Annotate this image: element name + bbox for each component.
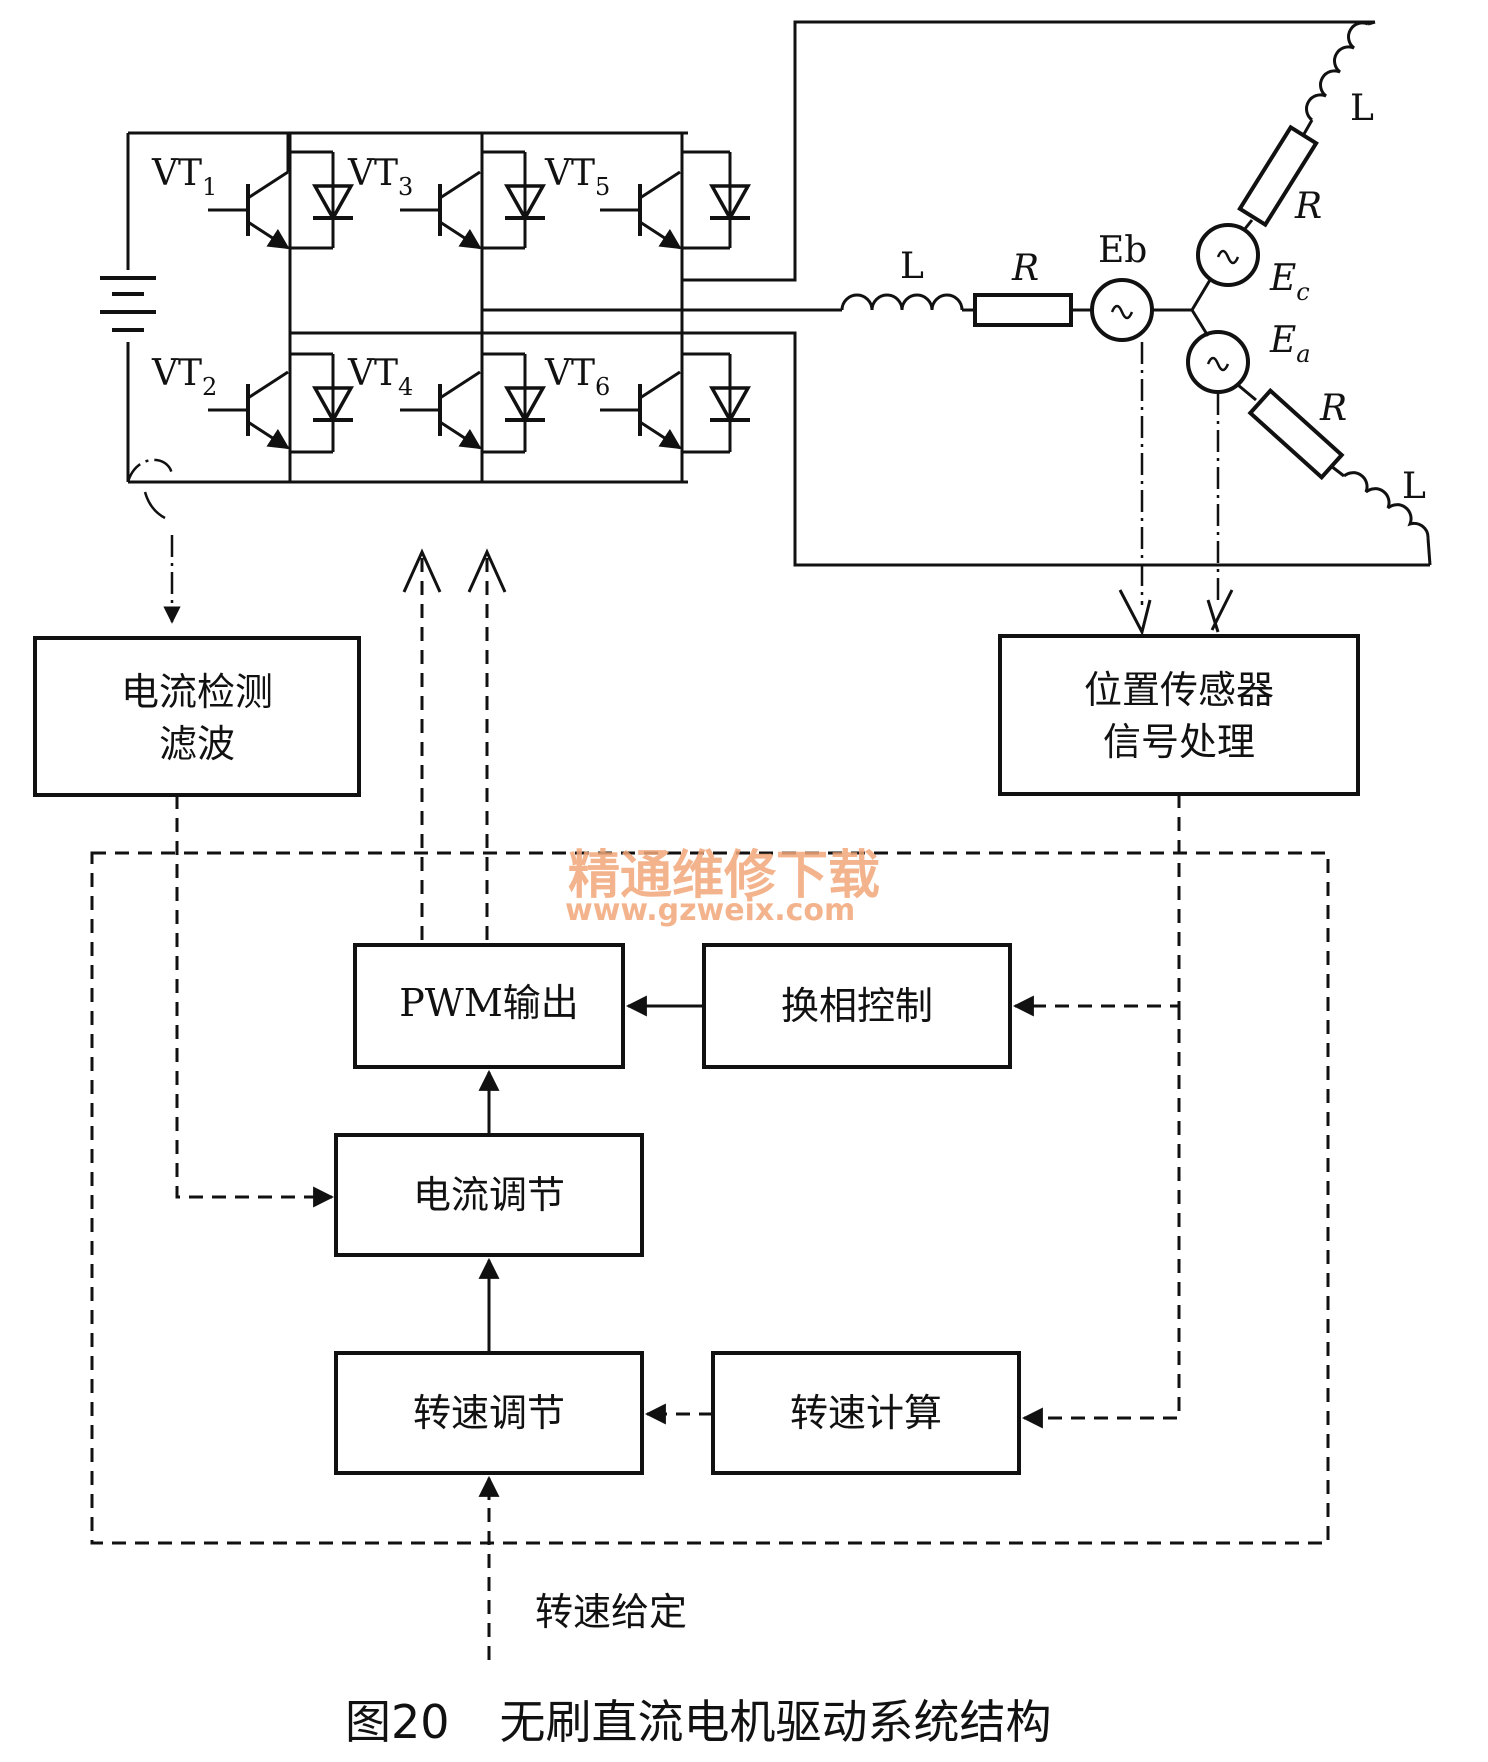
label-vt4: VT4	[347, 353, 413, 401]
motor-windings: L R Eb L R Ec Ea R L	[840, 20, 1432, 566]
label-resistor-b: R	[1011, 248, 1039, 289]
phase-c-wire	[682, 20, 1375, 282]
inverter-bridge: VT1 VT3 VT5 VT2 VT4 VT6	[100, 20, 1430, 567]
label-resistor-a: R	[1319, 388, 1347, 429]
signal-connections	[175, 794, 1181, 1660]
speed-calc-label: 转速计算	[790, 1391, 942, 1435]
switch-vt1	[208, 133, 355, 248]
resistor-b-icon	[973, 293, 1073, 327]
position-sensor-line2: 信号处理	[1103, 720, 1255, 764]
watermark: 精通维修下载 www.gzweix.com	[565, 846, 880, 928]
label-emf-c: Ec	[1269, 258, 1310, 306]
inductor-a-icon	[1343, 471, 1430, 539]
current-reg-label: 电流调节	[413, 1173, 565, 1217]
label-vt3: VT3	[347, 153, 413, 201]
block-current-reg: 电流调节	[334, 1133, 644, 1257]
emf-c-source-icon	[1196, 223, 1260, 287]
switch-vt5	[600, 150, 752, 248]
inductor-b-icon	[840, 293, 964, 311]
block-speed-calc: 转速计算	[711, 1351, 1021, 1475]
emf-a-source-icon	[1186, 330, 1250, 394]
switch-vt6	[600, 352, 752, 454]
label-vt6: VT6	[544, 353, 610, 401]
sensor-signal-lines	[126, 342, 1234, 637]
label-emf-a: Ea	[1269, 320, 1311, 368]
watermark-line2: www.gzweix.com	[565, 893, 855, 928]
switch-vt4	[400, 352, 547, 454]
watermark-line1: 精通维修下载	[568, 846, 880, 906]
label-vt5: VT5	[544, 153, 610, 201]
current-detect-line1: 电流检测	[121, 670, 273, 714]
switch-vt3	[400, 150, 547, 248]
label-inductor-c: L	[1350, 88, 1374, 129]
controller-boundary	[90, 851, 1330, 1545]
current-detect-line2: 滤波	[159, 722, 235, 766]
resistor-c-icon	[1237, 124, 1319, 228]
battery-icon	[100, 276, 156, 332]
switch-vt2	[208, 352, 355, 454]
block-pwm-output: PWM输出	[353, 943, 625, 1069]
block-speed-reg: 转速调节	[334, 1351, 644, 1475]
speed-reg-label: 转速调节	[413, 1391, 565, 1435]
label-vt1: VT1	[151, 153, 217, 201]
block-commutation: 换相控制	[702, 943, 1012, 1069]
block-position-sensor: 位置传感器 信号处理	[998, 634, 1360, 796]
pwm-output-label: PWM输出	[399, 981, 579, 1025]
gate-drive-lines	[402, 548, 507, 940]
label-inductor-b: L	[900, 246, 924, 287]
block-current-detect: 电流检测 滤波	[33, 636, 361, 797]
label-vt2: VT2	[151, 353, 217, 401]
phase-a-wire	[290, 331, 1430, 567]
speed-setpoint-label: 转速给定	[535, 1590, 687, 1634]
label-emf-b: Eb	[1098, 230, 1147, 271]
commutation-label: 换相控制	[781, 984, 933, 1028]
label-inductor-a: L	[1402, 466, 1426, 507]
inductor-c-icon	[1305, 21, 1369, 122]
position-sensor-line1: 位置传感器	[1084, 668, 1274, 712]
label-resistor-c: R	[1294, 186, 1322, 227]
